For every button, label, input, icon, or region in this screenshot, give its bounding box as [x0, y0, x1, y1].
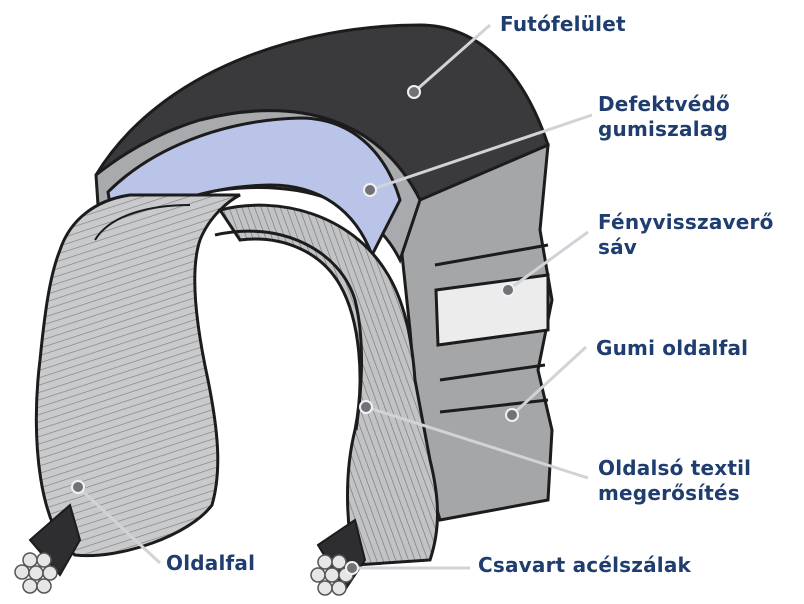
label-puncture-strip: Defektvédő gumiszalag — [598, 92, 730, 142]
textile-ply-shape — [217, 203, 439, 567]
left-sidewall-inner-edge — [94, 204, 191, 241]
label-rubber-sidewall-text: Gumi oldalfal — [596, 336, 749, 360]
dot-textile — [359, 400, 373, 414]
reflective-band-shape — [434, 273, 550, 347]
leader-sidewall — [76, 485, 162, 565]
label-textile: Oldalsó textil megerősítés — [598, 456, 751, 506]
dot-rubber-sidewall — [505, 408, 519, 422]
leader-tread — [413, 23, 491, 94]
right-bead-wires — [310, 518, 367, 596]
sidewall-groove-bottom — [439, 398, 549, 414]
dot-puncture-strip — [363, 183, 377, 197]
dot-tread — [407, 85, 421, 99]
label-puncture-strip-line2: gumiszalag — [598, 117, 728, 141]
label-puncture-strip-line1: Defektvédő — [598, 92, 730, 116]
label-bead: Csavart acélszálak — [478, 553, 691, 578]
label-sidewall-text: Oldalfal — [166, 551, 256, 575]
leader-lines — [76, 23, 593, 570]
leader-puncture-strip — [369, 113, 593, 192]
sidewall-groove-upper — [434, 243, 549, 267]
label-textile-line1: Oldalsó textil — [598, 456, 752, 480]
dot-bead — [345, 561, 359, 575]
inner-arch-line — [214, 229, 363, 431]
left-sidewall-shape — [34, 193, 241, 558]
dot-reflective — [501, 283, 515, 297]
label-sidewall: Oldalfal — [166, 551, 255, 576]
left-bead-wires — [14, 503, 82, 594]
label-tread-text: Futófelület — [500, 12, 626, 36]
label-reflective: Fényvisszaverő sáv — [598, 210, 774, 260]
label-tread: Futófelület — [500, 12, 626, 37]
label-reflective-line1: Fényvisszaverő — [598, 210, 774, 234]
label-textile-line2: megerősítés — [598, 481, 740, 505]
leader-textile — [365, 405, 589, 480]
leader-dots — [71, 85, 519, 575]
label-reflective-line2: sáv — [598, 235, 638, 259]
sidewall-groove-lower — [439, 363, 546, 382]
leader-rubber-sidewall — [510, 345, 588, 417]
dot-sidewall — [71, 480, 85, 494]
label-bead-text: Csavart acélszálak — [478, 553, 692, 577]
label-rubber-sidewall: Gumi oldalfal — [596, 336, 748, 361]
leader-reflective — [507, 230, 589, 292]
